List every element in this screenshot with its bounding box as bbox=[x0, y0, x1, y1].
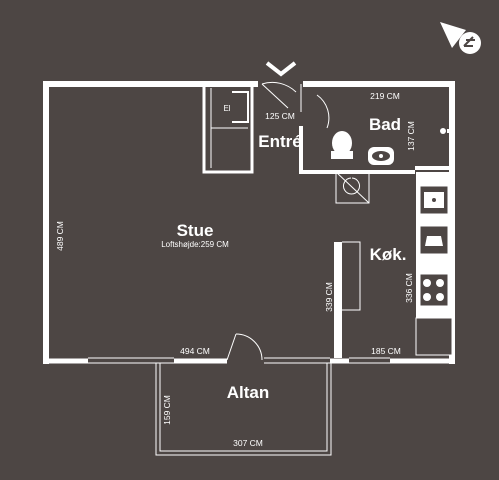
room-label-bad: Bad bbox=[369, 115, 401, 134]
dim-stue-width: 494 CM bbox=[180, 346, 210, 356]
washer-box bbox=[335, 171, 370, 204]
toilet-icon bbox=[331, 131, 353, 159]
dim-bad-width: 219 CM bbox=[370, 91, 400, 101]
room-label-entre: Entré bbox=[258, 132, 301, 151]
dim-bad-depth: 137 CM bbox=[406, 121, 416, 151]
kitchen-counter bbox=[334, 241, 361, 358]
dim-entre-width: 125 CM bbox=[265, 111, 295, 121]
el-closet-label: El bbox=[223, 104, 230, 113]
entrance-door bbox=[261, 81, 302, 112]
room-label-altan: Altan bbox=[227, 383, 270, 402]
ceiling-height-label: Loftshøjde:259 CM bbox=[161, 240, 229, 249]
el-closet bbox=[202, 84, 254, 174]
shower-icon bbox=[440, 128, 452, 134]
dim-kitchen-length: 336 CM bbox=[404, 273, 414, 303]
dim-stue-depth: 489 CM bbox=[55, 221, 65, 251]
dim-kitchen-width: 185 CM bbox=[371, 346, 401, 356]
room-label-kok: Køk. bbox=[370, 245, 407, 264]
bathroom-walls bbox=[299, 94, 452, 174]
entrance-chevron-icon bbox=[265, 61, 297, 77]
dim-altan-width: 307 CM bbox=[233, 438, 263, 448]
north-arrow-icon bbox=[440, 22, 481, 54]
bathroom-sink-icon bbox=[368, 147, 394, 165]
balcony-outline bbox=[155, 363, 332, 456]
kitchen-units bbox=[415, 172, 453, 356]
balcony-door bbox=[226, 333, 263, 361]
dim-kitchen-counter: 339 CM bbox=[324, 282, 334, 312]
room-label-stue: Stue bbox=[177, 221, 214, 240]
dim-altan-depth: 159 CM bbox=[162, 395, 172, 425]
